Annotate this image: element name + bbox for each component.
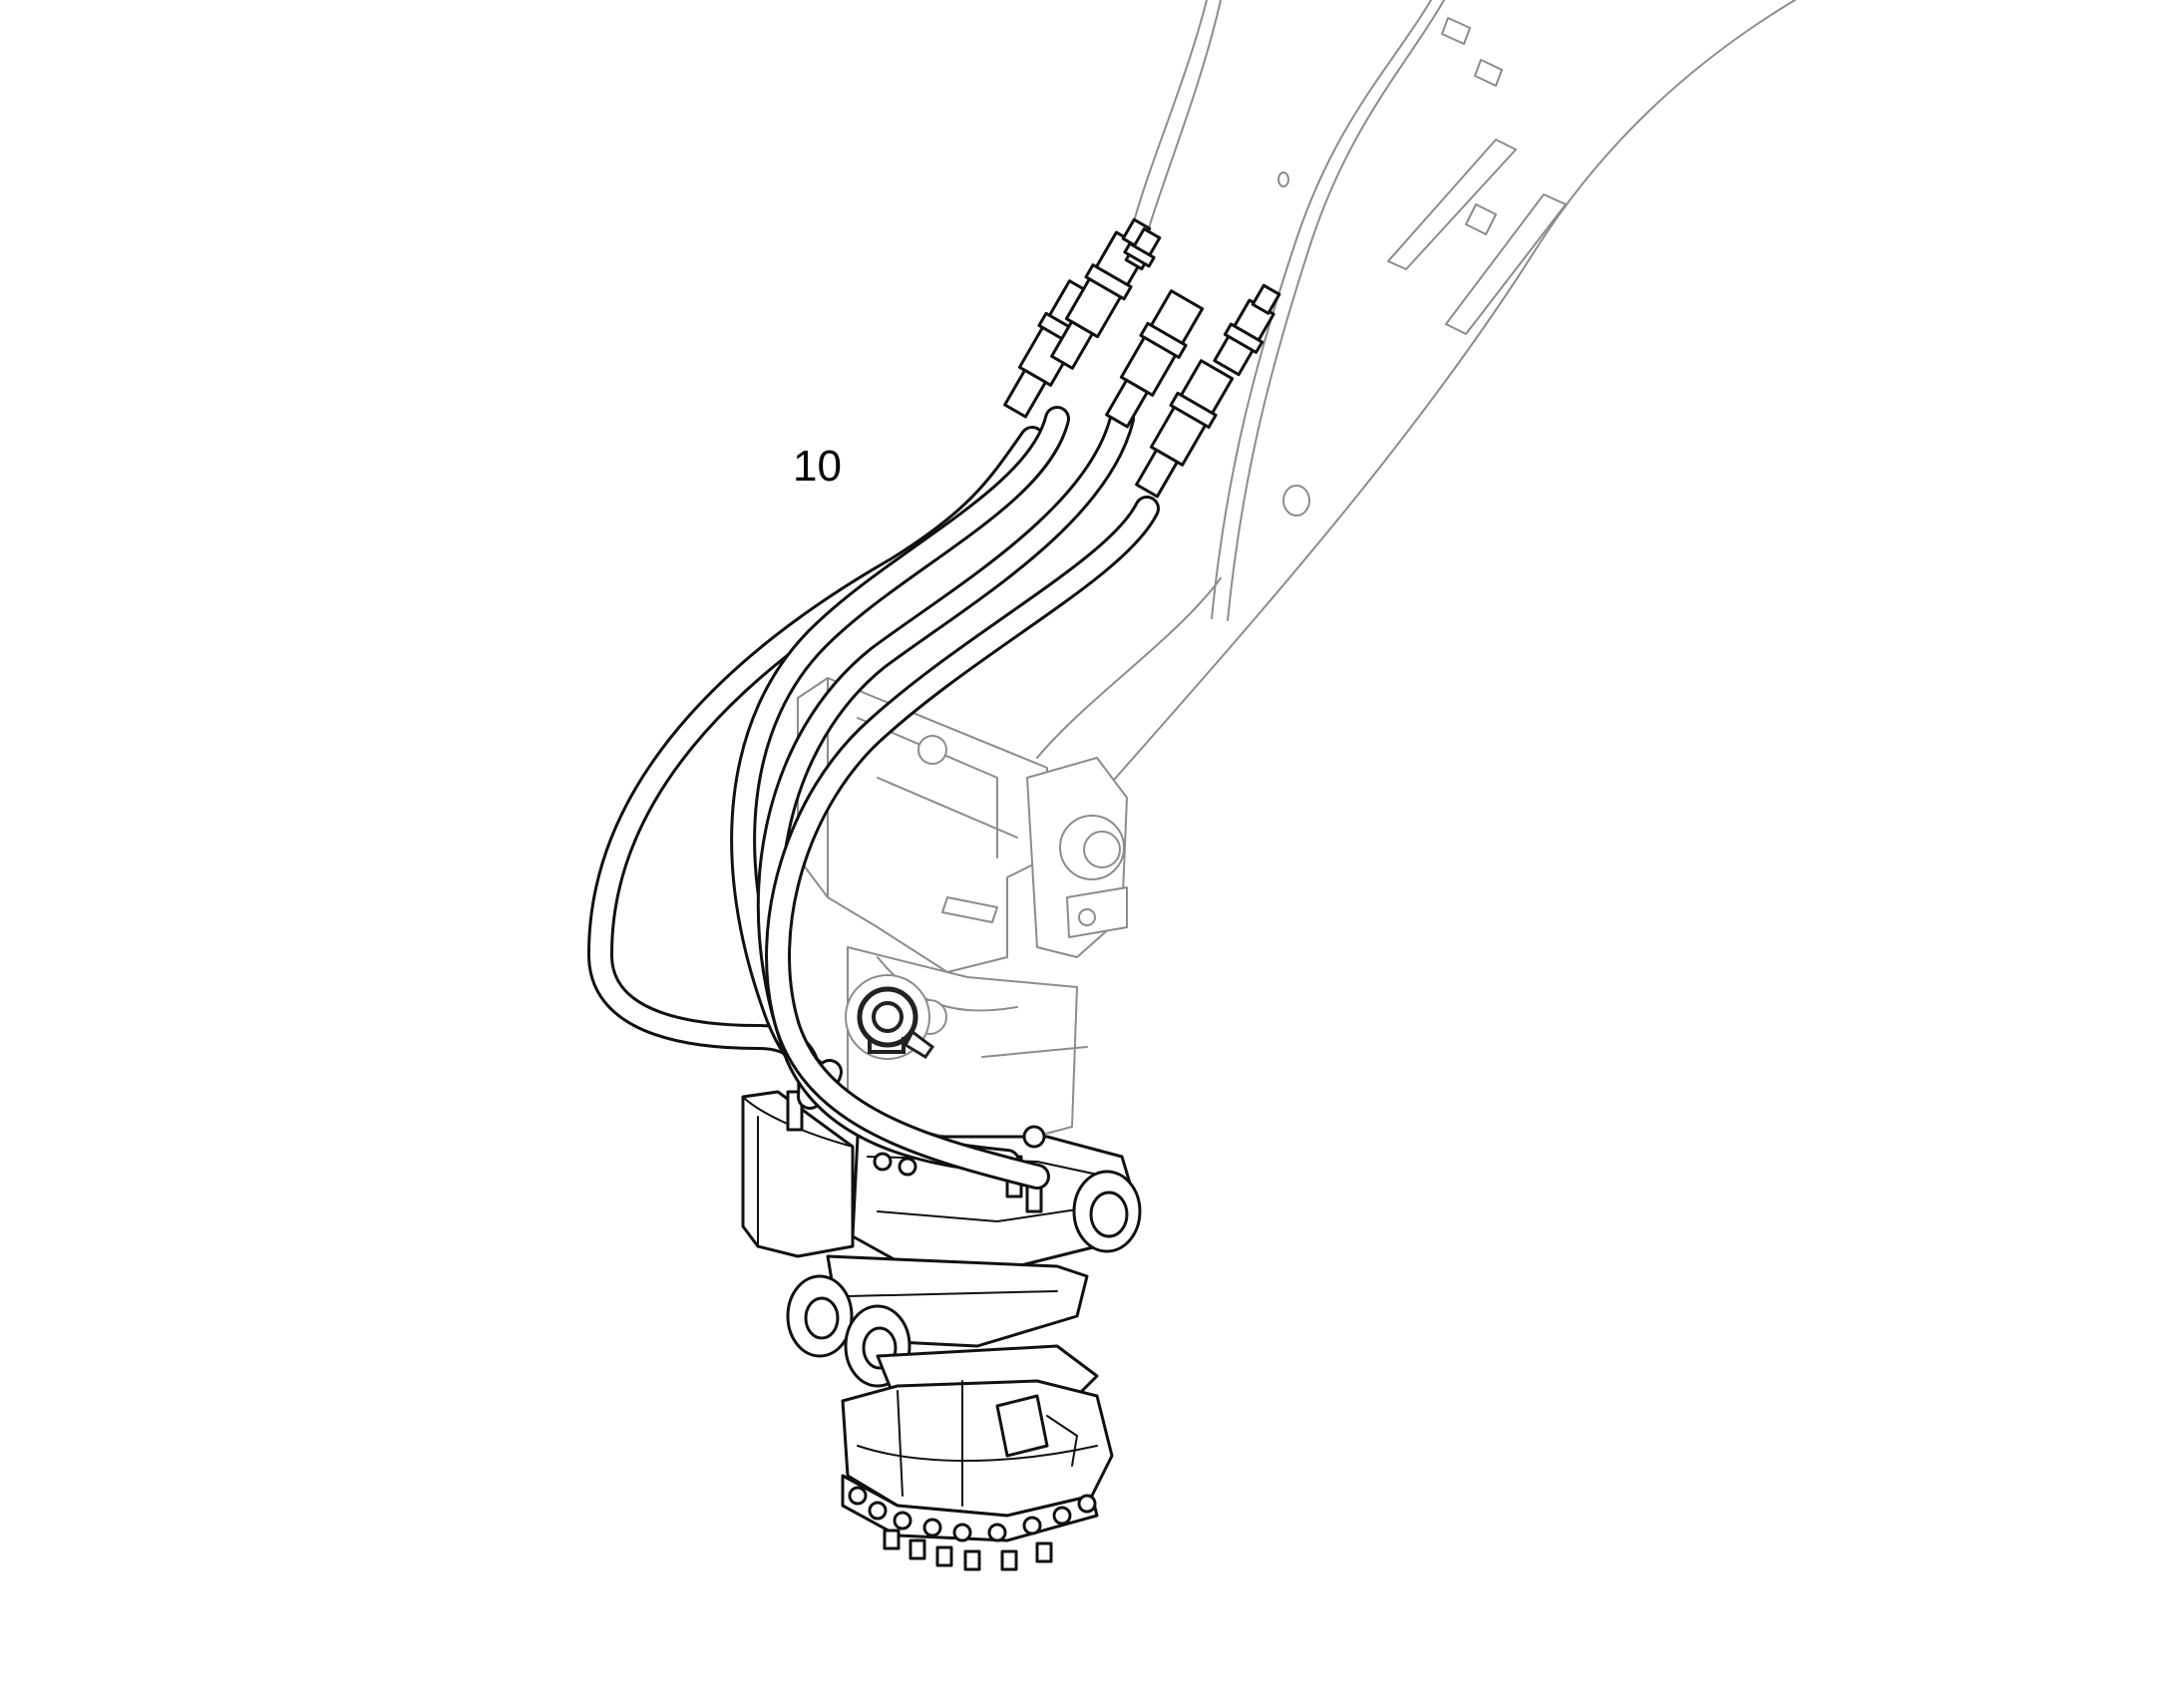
swivel-coupling <box>845 974 935 1060</box>
rotator-body <box>741 1090 1142 1571</box>
flange-bolts <box>848 1486 1097 1571</box>
callout-label-10: 10 <box>793 442 842 491</box>
hydraulic-hoses <box>586 406 1160 1190</box>
hose-valve-fittings <box>1003 217 1281 499</box>
boom-arm-outline <box>1036 0 1796 789</box>
boom-bracket-plates <box>1277 17 1567 516</box>
